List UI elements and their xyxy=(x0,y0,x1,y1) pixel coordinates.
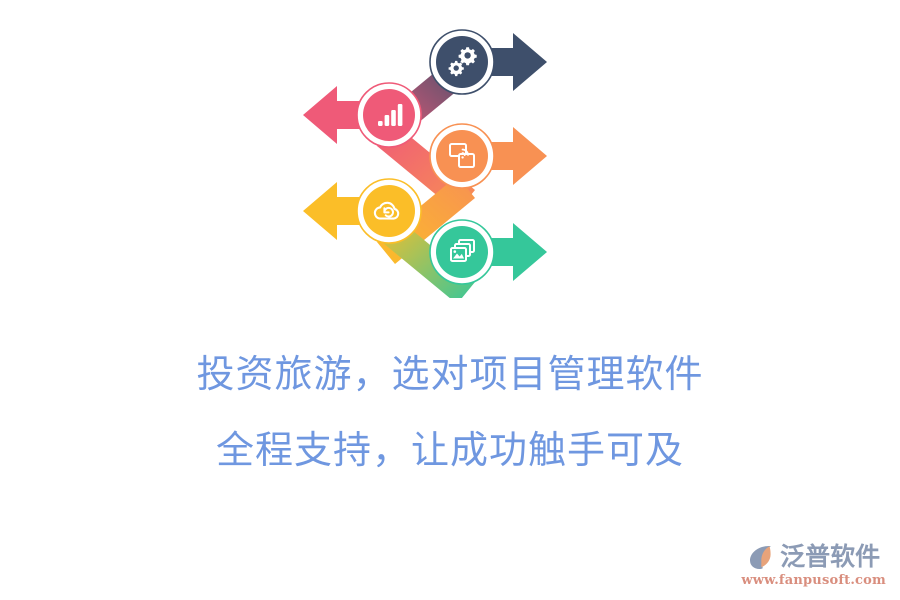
node-cloud-sync-disc xyxy=(363,185,415,237)
node-bar-chart-disc xyxy=(363,89,415,141)
cloud-sync-icon xyxy=(373,201,400,220)
node-bar-chart-outline xyxy=(356,82,422,148)
gears-icon xyxy=(448,47,477,77)
zigzag-arrow-infographic xyxy=(285,18,565,304)
gallery-icon xyxy=(450,239,475,262)
node-gallery xyxy=(429,219,495,285)
headline-line-2: 全程支持，让成功触手可及 xyxy=(215,428,684,472)
node-gallery-outline xyxy=(429,219,495,285)
node-gears xyxy=(429,29,495,95)
fanpu-logo-mark xyxy=(750,546,772,569)
logo-row: 泛普软件 xyxy=(747,542,880,572)
node-screen-cast-outline xyxy=(429,123,495,189)
screen-cast-icon xyxy=(449,143,475,168)
headline-line-1: 投资旅游，选对项目管理软件 xyxy=(196,352,704,396)
node-gears-outline xyxy=(429,29,495,95)
node-cloud-sync xyxy=(356,178,422,244)
node-bar-chart xyxy=(356,82,422,148)
node-cloud-sync-outline xyxy=(356,178,422,244)
brand-logo: 泛普软件 www.fanpusoft.com xyxy=(741,542,886,588)
bar-chart-icon xyxy=(378,104,403,126)
node-screen-cast xyxy=(429,123,495,189)
logo-company-name: 泛普软件 xyxy=(780,542,881,571)
headline-block: 投资旅游，选对项目管理软件 全程支持，让成功触手可及 xyxy=(0,336,900,488)
logo-website-url: www.fanpusoft.com xyxy=(741,573,886,588)
